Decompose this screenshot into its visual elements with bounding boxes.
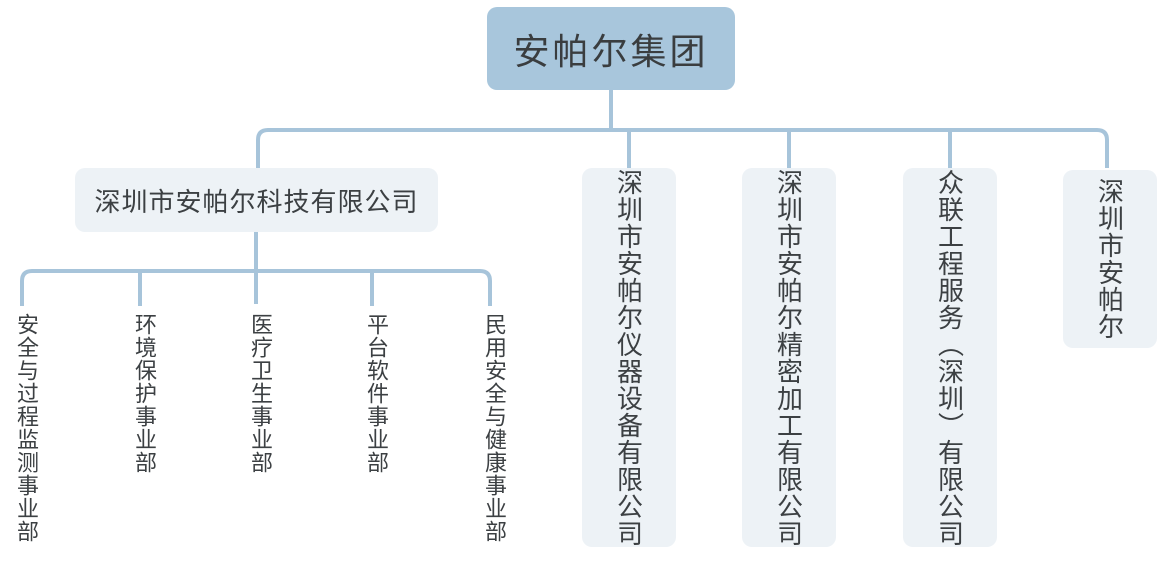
org-node-subsidiary-zhonglian: 众联工程服务（深圳）有限公司 <box>903 168 997 547</box>
org-node-dept-safety-process-monitoring: 安全与过程监测事业部 <box>14 313 39 543</box>
org-node-dept-environmental-protection: 环境保护事业部 <box>132 313 157 474</box>
org-node-dept-platform-software: 平台软件事业部 <box>364 313 389 474</box>
org-node-subsidiary-instrument: 深圳市安帕尔仪器设备有限公司 <box>582 168 676 547</box>
connector-level1-rail <box>256 128 1109 168</box>
org-node-subsidiary-precision: 深圳市安帕尔精密加工有限公司 <box>742 168 836 547</box>
org-node-subsidiary-anpaer: 深圳市安帕尔 <box>1063 170 1157 348</box>
connector-level2-rail <box>20 269 492 306</box>
org-node-subsidiary-tech: 深圳市安帕尔科技有限公司 <box>75 168 438 232</box>
org-node-root: 安帕尔集团 <box>487 7 735 90</box>
org-node-dept-civil-safety-health: 民用安全与健康事业部 <box>482 313 507 543</box>
org-node-dept-medical-health: 医疗卫生事业部 <box>248 313 273 474</box>
